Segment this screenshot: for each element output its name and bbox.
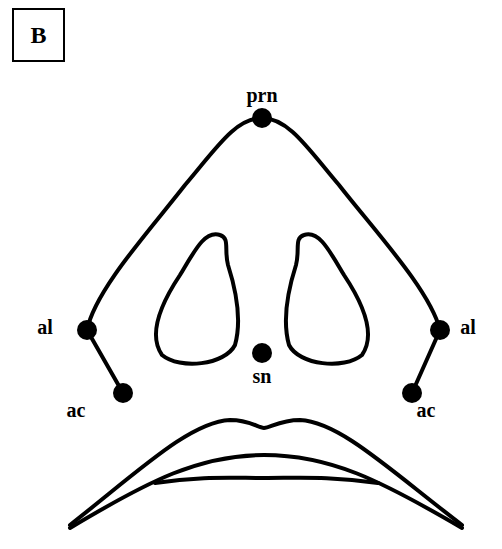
lower-lip-line [155,478,378,483]
landmark-dot [77,320,97,340]
landmark-dot [252,343,272,363]
landmark-label: ac [417,400,436,420]
landmark-label: ac [67,400,86,420]
landmark-dot [252,108,272,128]
nose-outline [87,118,440,393]
right-nostril [286,234,368,363]
landmark-dot [113,383,133,403]
upper-lip-line [70,420,462,525]
panel-letter-box: B [12,8,65,62]
panel-letter: B [30,23,46,47]
landmark-label: al [37,317,53,337]
left-nostril [156,234,238,363]
landmark-label: prn [246,85,277,105]
landmark-label: sn [253,366,272,386]
lip-line [70,455,462,528]
landmark-label: al [460,317,476,337]
landmark-dot [430,320,450,340]
